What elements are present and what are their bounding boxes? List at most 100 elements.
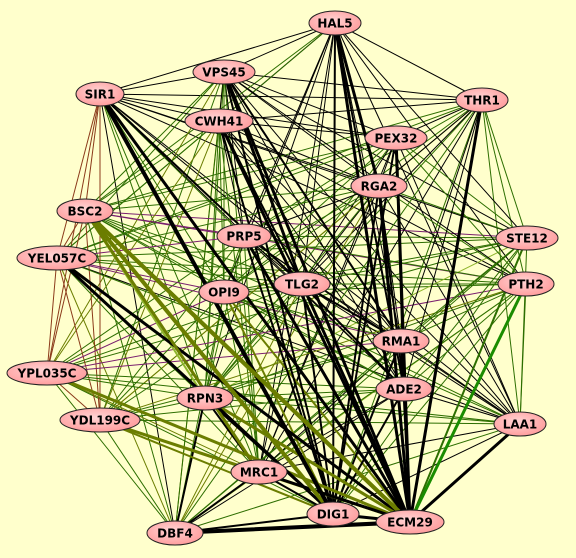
node-ypl035c[interactable]: YPL035C (6, 360, 88, 386)
node-opi9[interactable]: OPI9 (198, 279, 250, 305)
edge-sir1-ecm29 (98, 92, 412, 524)
node-shape[interactable] (146, 520, 204, 546)
edge-cwh41-laa1 (218, 120, 521, 425)
node-shape[interactable] (495, 225, 559, 251)
edge-cwh41-rpn3 (204, 120, 220, 399)
node-rpn3[interactable]: RPN3 (176, 385, 234, 411)
node-shape[interactable] (350, 173, 408, 199)
node-label: RGA2 (361, 180, 398, 194)
node-bsc2[interactable]: BSC2 (56, 198, 114, 224)
node-hal5[interactable]: HAL5 (308, 10, 362, 36)
edge-bsc2-rma1 (84, 210, 402, 342)
node-shape[interactable] (6, 360, 88, 386)
node-shape[interactable] (497, 271, 555, 297)
node-shape[interactable] (372, 328, 430, 354)
edge-sir1-rga2 (99, 93, 380, 187)
node-shape[interactable] (192, 59, 256, 85)
node-prp5[interactable]: PRP5 (216, 223, 272, 249)
edge-sir1-dig1 (98, 92, 335, 516)
node-shape[interactable] (16, 245, 98, 271)
edge-ste12-yel057c (56, 237, 528, 259)
node-label: STE12 (506, 232, 548, 246)
edge-yel057c-ypl035c (46, 257, 58, 374)
node-laa1[interactable]: LAA1 (493, 411, 547, 437)
edge-bsc2-ecm29 (83, 209, 412, 524)
edge-cwh41-rma1 (218, 120, 402, 342)
node-shape[interactable] (176, 385, 234, 411)
edge-rga2-yel057c (56, 185, 380, 259)
edge-rga2-ydl199c (99, 185, 380, 421)
node-pex32[interactable]: PEX32 (364, 125, 428, 151)
edge-pex32-pth2 (395, 137, 527, 285)
edge-prp5-mrc1 (243, 235, 260, 473)
edge-tlg2-ecm29 (300, 282, 412, 524)
node-shape[interactable] (198, 279, 250, 305)
node-ste12[interactable]: STE12 (495, 225, 559, 251)
node-ydl199c[interactable]: YDL199C (59, 407, 141, 433)
edge-pth2-ecm29 (408, 282, 528, 524)
node-label: OPI9 (208, 286, 240, 300)
node-shape[interactable] (493, 411, 547, 437)
edge-ypl035c-ecm29 (45, 371, 412, 524)
node-shape[interactable] (364, 125, 428, 151)
node-shape[interactable] (308, 10, 362, 36)
edge-hal5-tlg2 (301, 22, 336, 285)
edge-prp5-ydl199c (99, 235, 245, 421)
edge-rma1-rpn3 (204, 340, 402, 399)
node-shape[interactable] (216, 223, 272, 249)
node-rga2[interactable]: RGA2 (350, 173, 408, 199)
edge-vps45-bsc2 (84, 71, 225, 212)
node-sir1[interactable]: SIR1 (75, 81, 125, 107)
node-tlg2[interactable]: TLG2 (273, 271, 331, 297)
node-yel057c[interactable]: YEL057C (16, 245, 98, 271)
edge-cwh41-ade2 (218, 120, 405, 390)
edge-bsc2-mrc1 (83, 209, 261, 474)
edge-dbf4-ypl035c (46, 372, 176, 534)
node-dbf4[interactable]: DBF4 (146, 520, 204, 546)
node-shape[interactable] (455, 87, 509, 113)
node-shape[interactable] (375, 376, 433, 402)
node-ecm29[interactable]: ECM29 (375, 509, 445, 535)
node-dig1[interactable]: DIG1 (306, 501, 360, 527)
node-shape[interactable] (375, 509, 445, 535)
node-pth2[interactable]: PTH2 (497, 271, 555, 297)
node-ade2[interactable]: ADE2 (375, 376, 433, 402)
node-shape[interactable] (59, 407, 141, 433)
node-shape[interactable] (306, 501, 360, 527)
edge-ste12-vps45 (223, 71, 528, 239)
node-shape[interactable] (230, 459, 288, 485)
node-thr1[interactable]: THR1 (455, 87, 509, 113)
edge-cwh41-ydl199c (99, 120, 220, 421)
node-cwh41[interactable]: CWH41 (184, 108, 254, 134)
edge-pth2-ade2 (403, 283, 527, 390)
node-label: ADE2 (386, 383, 422, 397)
node-shape[interactable] (273, 271, 331, 297)
edge-thr1-ste12 (481, 99, 528, 239)
node-shape[interactable] (56, 198, 114, 224)
node-label: MRC1 (240, 466, 278, 480)
node-rma1[interactable]: RMA1 (372, 328, 430, 354)
edge-dbf4-ecm29 (173, 520, 412, 535)
edge-bsc2-ade2 (84, 210, 405, 390)
edge-sir1-ypl035c (46, 93, 101, 374)
node-shape[interactable] (184, 108, 254, 134)
node-shape[interactable] (75, 81, 125, 107)
edge-hal5-dig1 (332, 22, 336, 515)
node-mrc1[interactable]: MRC1 (230, 459, 288, 485)
node-vps45[interactable]: VPS45 (192, 59, 256, 85)
node-label: HAL5 (317, 17, 352, 31)
edge-rga2-opi9 (223, 185, 380, 293)
edge-tlg2-dbf4 (174, 283, 303, 534)
edge-laa1-sir1 (99, 93, 521, 425)
edge-dbf4-ydl199c (99, 419, 176, 534)
edge-sir1-rma1 (99, 93, 402, 342)
edge-laa1-dig1 (332, 423, 521, 515)
edge-cwh41-yel057c (56, 120, 220, 259)
edge-laa1-ecm29 (408, 422, 522, 524)
edge-laa1-pex32 (395, 137, 521, 425)
edge-vps45-rma1 (223, 71, 402, 342)
node-label: TLG2 (285, 278, 319, 292)
edge-opi9-ecm29 (223, 291, 411, 523)
edge-rga2-ypl035c (46, 185, 380, 374)
